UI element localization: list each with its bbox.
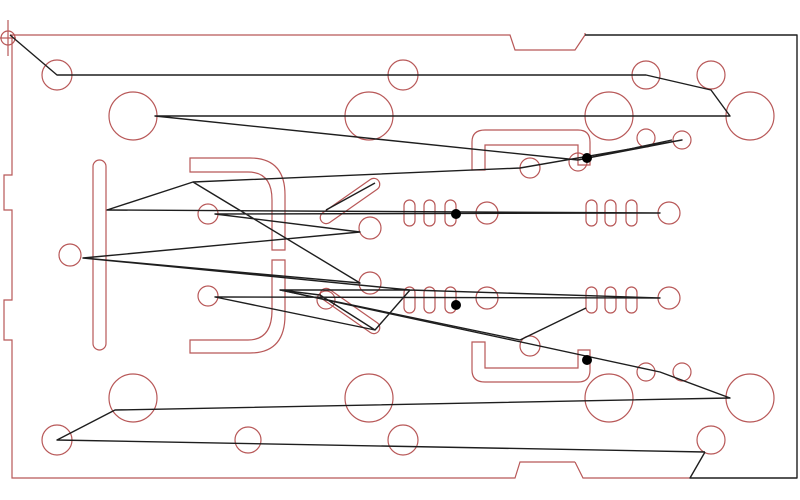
outline-layer xyxy=(0,20,775,479)
diagonal-slot xyxy=(319,177,381,225)
board-outline xyxy=(3,33,586,479)
drill-point xyxy=(451,300,461,310)
hole xyxy=(696,425,726,455)
small-hole xyxy=(672,130,692,150)
mounting-hole xyxy=(584,373,634,423)
lower-bracket xyxy=(189,259,286,354)
hole xyxy=(58,243,82,267)
upper-right-box xyxy=(471,129,591,171)
toolpath-connector xyxy=(325,182,376,211)
drill-point xyxy=(451,209,461,219)
small-hole xyxy=(197,285,219,307)
hole xyxy=(696,60,726,90)
drill-points xyxy=(451,153,592,365)
mounting-hole xyxy=(725,91,775,141)
upper-bracket xyxy=(189,157,286,251)
mounting-hole xyxy=(725,373,775,423)
lower-right-box xyxy=(471,341,591,383)
drill-point xyxy=(582,153,592,163)
toolpath-layer xyxy=(9,34,798,479)
toolpath-connector xyxy=(279,289,587,341)
mounting-hole xyxy=(108,373,158,423)
small-hole xyxy=(636,362,656,382)
toolpath-connector xyxy=(577,139,673,161)
small-hole xyxy=(657,286,681,310)
drill-point xyxy=(582,355,592,365)
small-hole xyxy=(672,362,692,382)
small-hole xyxy=(316,290,336,310)
small-hole xyxy=(657,201,681,225)
board-outline-bottom-right xyxy=(574,461,690,479)
small-hole xyxy=(358,216,382,240)
hole xyxy=(234,426,262,454)
mounting-hole xyxy=(344,373,394,423)
toolpath-trace xyxy=(9,34,731,453)
mounting-hole xyxy=(108,91,158,141)
vertical-slot xyxy=(92,159,107,351)
pad-group-lower-right xyxy=(585,286,638,314)
pad-group-lower-left xyxy=(403,286,457,314)
outer-border-right xyxy=(585,34,798,479)
hole xyxy=(387,424,419,456)
